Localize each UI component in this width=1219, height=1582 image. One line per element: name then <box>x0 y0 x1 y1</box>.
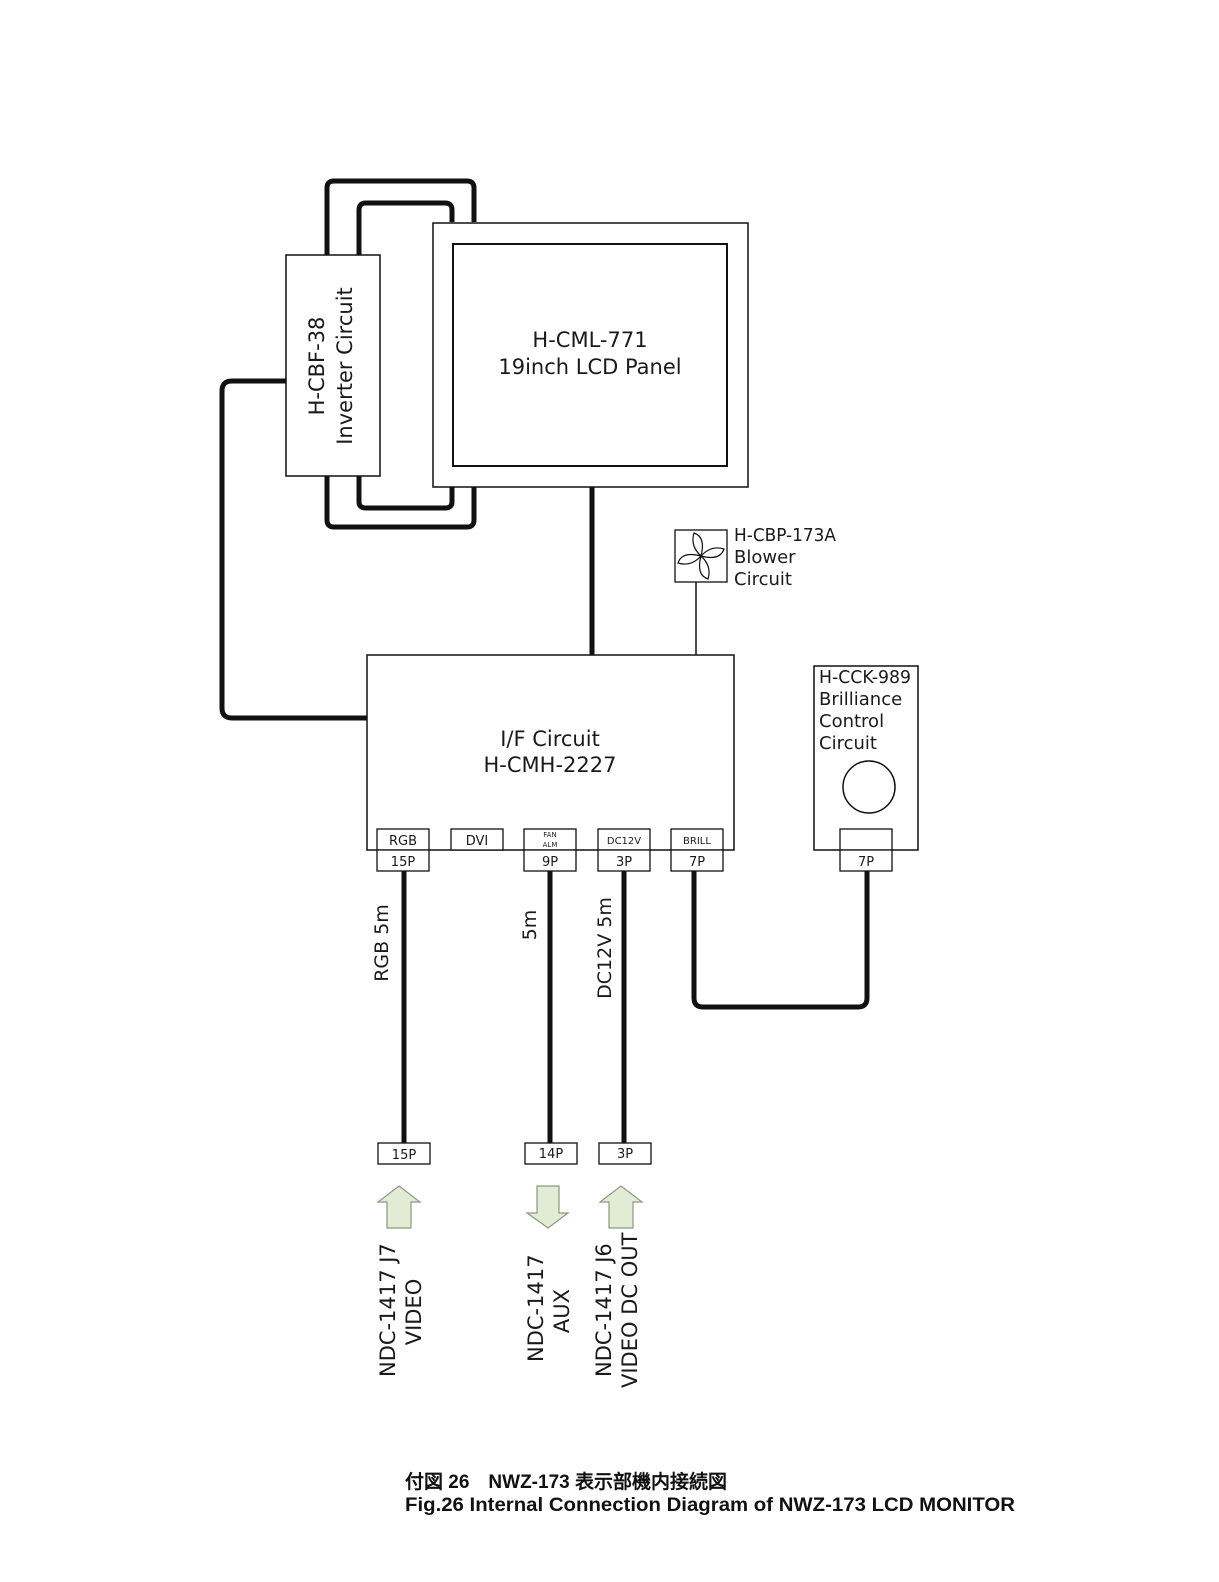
connector-fan-label: FAN <box>543 831 556 839</box>
inverter-label-2: Inverter Circuit <box>333 287 357 445</box>
brilliance-connector-pins: 7P <box>858 855 874 870</box>
panel-label-2: 19inch LCD Panel <box>498 355 681 379</box>
if-label-2: H-CMH-2227 <box>484 753 617 777</box>
fan-icon <box>674 529 728 583</box>
dest-dc-line1: NDC-1417 J6 <box>592 1243 616 1377</box>
blower-label-3: Circuit <box>734 569 792 590</box>
brilliance-label-2: Brilliance <box>819 689 902 710</box>
connector-rgb-pins: 15P <box>391 855 416 870</box>
if-connector-rgb: RGB 15P <box>376 828 430 872</box>
bottom-connector-aux: 14P <box>524 1142 578 1165</box>
blower-label-1: H-CBP-173A <box>734 525 837 546</box>
dest-aux-line1: NDC-1417 <box>524 1254 548 1362</box>
blower-label-2: Blower <box>734 547 796 568</box>
if-connector-dc12v: DC12V 3P <box>597 828 651 872</box>
brilliance-label-4: Circuit <box>819 733 877 754</box>
dest-video-line1: NDC-1417 J7 <box>376 1243 400 1377</box>
if-label-1: I/F Circuit <box>500 727 600 751</box>
inverter-label-1: H-CBF-38 <box>305 317 329 416</box>
if-circuit: I/F Circuit H-CMH-2227 <box>366 654 735 851</box>
connector-fan-alm-pins: 9P <box>542 855 558 870</box>
dest-dc-line2: VIDEO DC OUT <box>618 1232 642 1388</box>
connector-dc12v-pins: 3P <box>616 855 632 870</box>
dest-video-line2: VIDEO <box>402 1279 426 1346</box>
connector-dc12v-label: DC12V <box>607 836 641 847</box>
connector-dvi-label: DVI <box>466 834 489 849</box>
connector-brill-label: BRILL <box>683 836 711 847</box>
connector-rgb-label: RGB <box>389 834 417 849</box>
blower-circuit: H-CBP-173A Blower Circuit <box>674 525 837 590</box>
bottom-connector-video: 15P <box>377 1142 431 1165</box>
rgb-cable-label: RGB 5m <box>371 904 393 982</box>
if-connector-dvi: DVI <box>450 828 504 851</box>
inverter-lamp-cables <box>324 178 477 530</box>
dc-cable-label: DC12V 5m <box>594 897 616 999</box>
connector-brill-pins: 7P <box>689 855 705 870</box>
brill-cable <box>691 871 870 1010</box>
inverter-if-cable <box>219 378 367 721</box>
bottom-connector-aux-pins: 14P <box>539 1147 564 1162</box>
lcd-panel: H-CML-771 19inch LCD Panel <box>432 222 749 488</box>
bottom-connector-video-pins: 15P <box>392 1148 417 1163</box>
inverter-circuit: H-CBF-38 Inverter Circuit <box>285 254 381 477</box>
panel-label-1: H-CML-771 <box>532 328 647 352</box>
brilliance-knob-icon <box>842 760 896 814</box>
arrow-up-icon <box>598 1185 644 1229</box>
brilliance-label-3: Control <box>819 711 884 732</box>
caption-english: Fig.26 Internal Connection Diagram of NW… <box>405 1495 1015 1516</box>
if-connector-brill: BRILL 7P <box>670 828 724 872</box>
bottom-connector-dc: 3P <box>598 1142 652 1165</box>
if-connector-fan-alm: FAN ALM 9P <box>523 828 577 872</box>
dest-aux-line2: AUX <box>550 1289 574 1333</box>
bottom-connector-dc-pins: 3P <box>617 1147 633 1162</box>
arrow-down-icon <box>525 1185 570 1229</box>
brilliance-control: H-CCK-989 Brilliance Control Circuit 7P <box>813 665 919 872</box>
caption-japanese: 付図 26 NWZ-173 表示部機内接続図 <box>405 1470 727 1493</box>
brilliance-label-1: H-CCK-989 <box>819 667 911 688</box>
arrow-up-icon <box>376 1185 422 1229</box>
aux-cable-label: 5m <box>519 910 541 941</box>
connector-alm-label: ALM <box>543 841 558 849</box>
